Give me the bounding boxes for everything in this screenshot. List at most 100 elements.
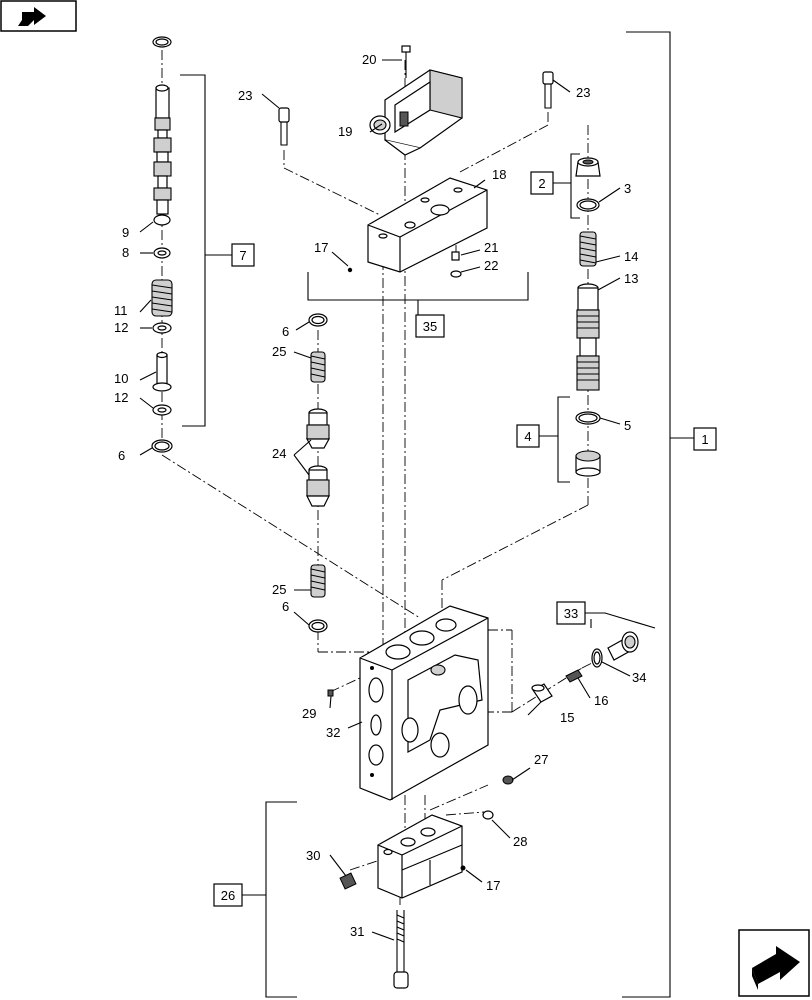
callout-15[interactable]: 15 [560,710,574,725]
assembly-bracket-33 [579,612,656,629]
plug-30 [339,872,357,890]
callout-labels: 3 5 6 6 6 8 9 10 11 12 12 13 14 15 16 17… [114,52,646,939]
forward-arrow-icon[interactable] [738,929,810,997]
solenoid-19 [369,69,463,156]
svg-text:2: 2 [538,176,545,191]
svg-text:4: 4 [524,429,531,444]
callout-28[interactable]: 28 [513,834,527,849]
spool-9 [153,84,172,226]
adapter-plate-18 [367,177,488,273]
callout-6-center-top[interactable]: 6 [282,324,289,339]
assembly-bracket-7 [180,74,232,427]
spring-11 [151,279,173,317]
plug-fitting-33 [607,631,639,661]
assembly-bracket-26 [242,801,297,998]
callout-17-top[interactable]: 17 [314,240,328,255]
callout-11[interactable]: 11 [114,303,128,318]
callout-17-bottom[interactable]: 17 [486,878,500,893]
callout-6-left[interactable]: 6 [118,448,125,463]
callout-13[interactable]: 13 [624,271,638,286]
spring-25-bottom [310,564,326,598]
pin-10 [152,351,172,392]
callout-12-bottom[interactable]: 12 [114,390,128,405]
o-ring-34 [591,648,603,668]
callout-22[interactable]: 22 [484,258,498,273]
washer-12-top [152,322,172,334]
callout-29[interactable]: 29 [302,706,316,721]
sleeve-4 [575,450,601,477]
svg-text:33: 33 [564,606,578,621]
o-ring-top-left [152,36,172,48]
leader-lines [139,59,631,941]
callout-box-26[interactable]: 26 [213,883,243,907]
callout-19[interactable]: 19 [338,124,352,139]
svg-text:35: 35 [423,319,437,334]
callout-31[interactable]: 31 [350,924,364,939]
assembly-bracket-2 [553,153,580,219]
callout-32[interactable]: 32 [326,725,340,740]
back-arrow-icon[interactable] [0,0,77,32]
callout-25-top[interactable]: 25 [272,344,286,359]
spring-14 [579,231,597,267]
o-ring-6-center-top [308,313,328,327]
o-ring-3 [576,198,600,212]
callout-34[interactable]: 34 [632,670,646,685]
svg-text:26: 26 [221,888,235,903]
spool-13 [576,283,600,391]
valve-body-32 [359,605,489,801]
callout-30[interactable]: 30 [306,848,320,863]
seal-28 [482,810,494,820]
callout-5[interactable]: 5 [624,418,631,433]
callout-10[interactable]: 10 [114,371,128,386]
pin-21 [451,251,460,261]
callout-21[interactable]: 21 [484,240,498,255]
callout-23-right[interactable]: 23 [576,85,590,100]
callout-16[interactable]: 16 [594,693,608,708]
plug-2 [575,157,601,177]
screw-23-left [278,107,290,146]
spring-25-top [310,351,326,383]
assembly-bracket-35 [307,272,529,315]
o-ring-5 [575,411,601,425]
callout-box-1[interactable]: 1 [693,427,717,451]
callout-box-4[interactable]: 4 [516,424,540,448]
end-cover-26 [377,814,463,899]
ball-17-top [347,267,353,273]
assembly-bracket-1 [622,31,694,998]
check-valve-24-top [305,408,331,449]
callout-24[interactable]: 24 [272,446,286,461]
ball-29 [327,689,334,697]
seal-8 [153,247,171,259]
pin-16 [565,669,583,683]
ball-17-bottom [460,865,466,871]
callout-box-2[interactable]: 2 [530,171,554,195]
ball-27 [502,775,514,785]
callout-25-bottom[interactable]: 25 [272,582,286,597]
svg-text:1: 1 [701,432,708,447]
callout-box-35[interactable]: 35 [415,314,445,338]
callout-23-left[interactable]: 23 [238,88,252,103]
callout-box-33[interactable]: 33 [556,601,586,625]
pin-15 [531,683,553,703]
check-valve-24-bottom [306,465,330,507]
screw-23-right [542,71,554,109]
callout-20[interactable]: 20 [362,52,376,67]
o-ring-6-left [151,439,173,453]
callout-12-top[interactable]: 12 [114,320,128,335]
o-ring-6-center-bottom [308,619,328,633]
assembly-bracket-4 [539,396,570,483]
callout-6-center-bottom[interactable]: 6 [282,599,289,614]
callout-9[interactable]: 9 [122,225,129,240]
callout-27[interactable]: 27 [534,752,548,767]
callout-14[interactable]: 14 [624,249,638,264]
screw-20 [401,45,411,78]
svg-text:7: 7 [239,248,246,263]
callout-18[interactable]: 18 [492,167,506,182]
seal-22 [450,270,462,278]
callout-box-7[interactable]: 7 [231,243,255,267]
callout-8[interactable]: 8 [122,245,129,260]
washer-12-bottom [152,404,172,416]
callout-3[interactable]: 3 [624,181,631,196]
bolt-31 [393,910,409,989]
